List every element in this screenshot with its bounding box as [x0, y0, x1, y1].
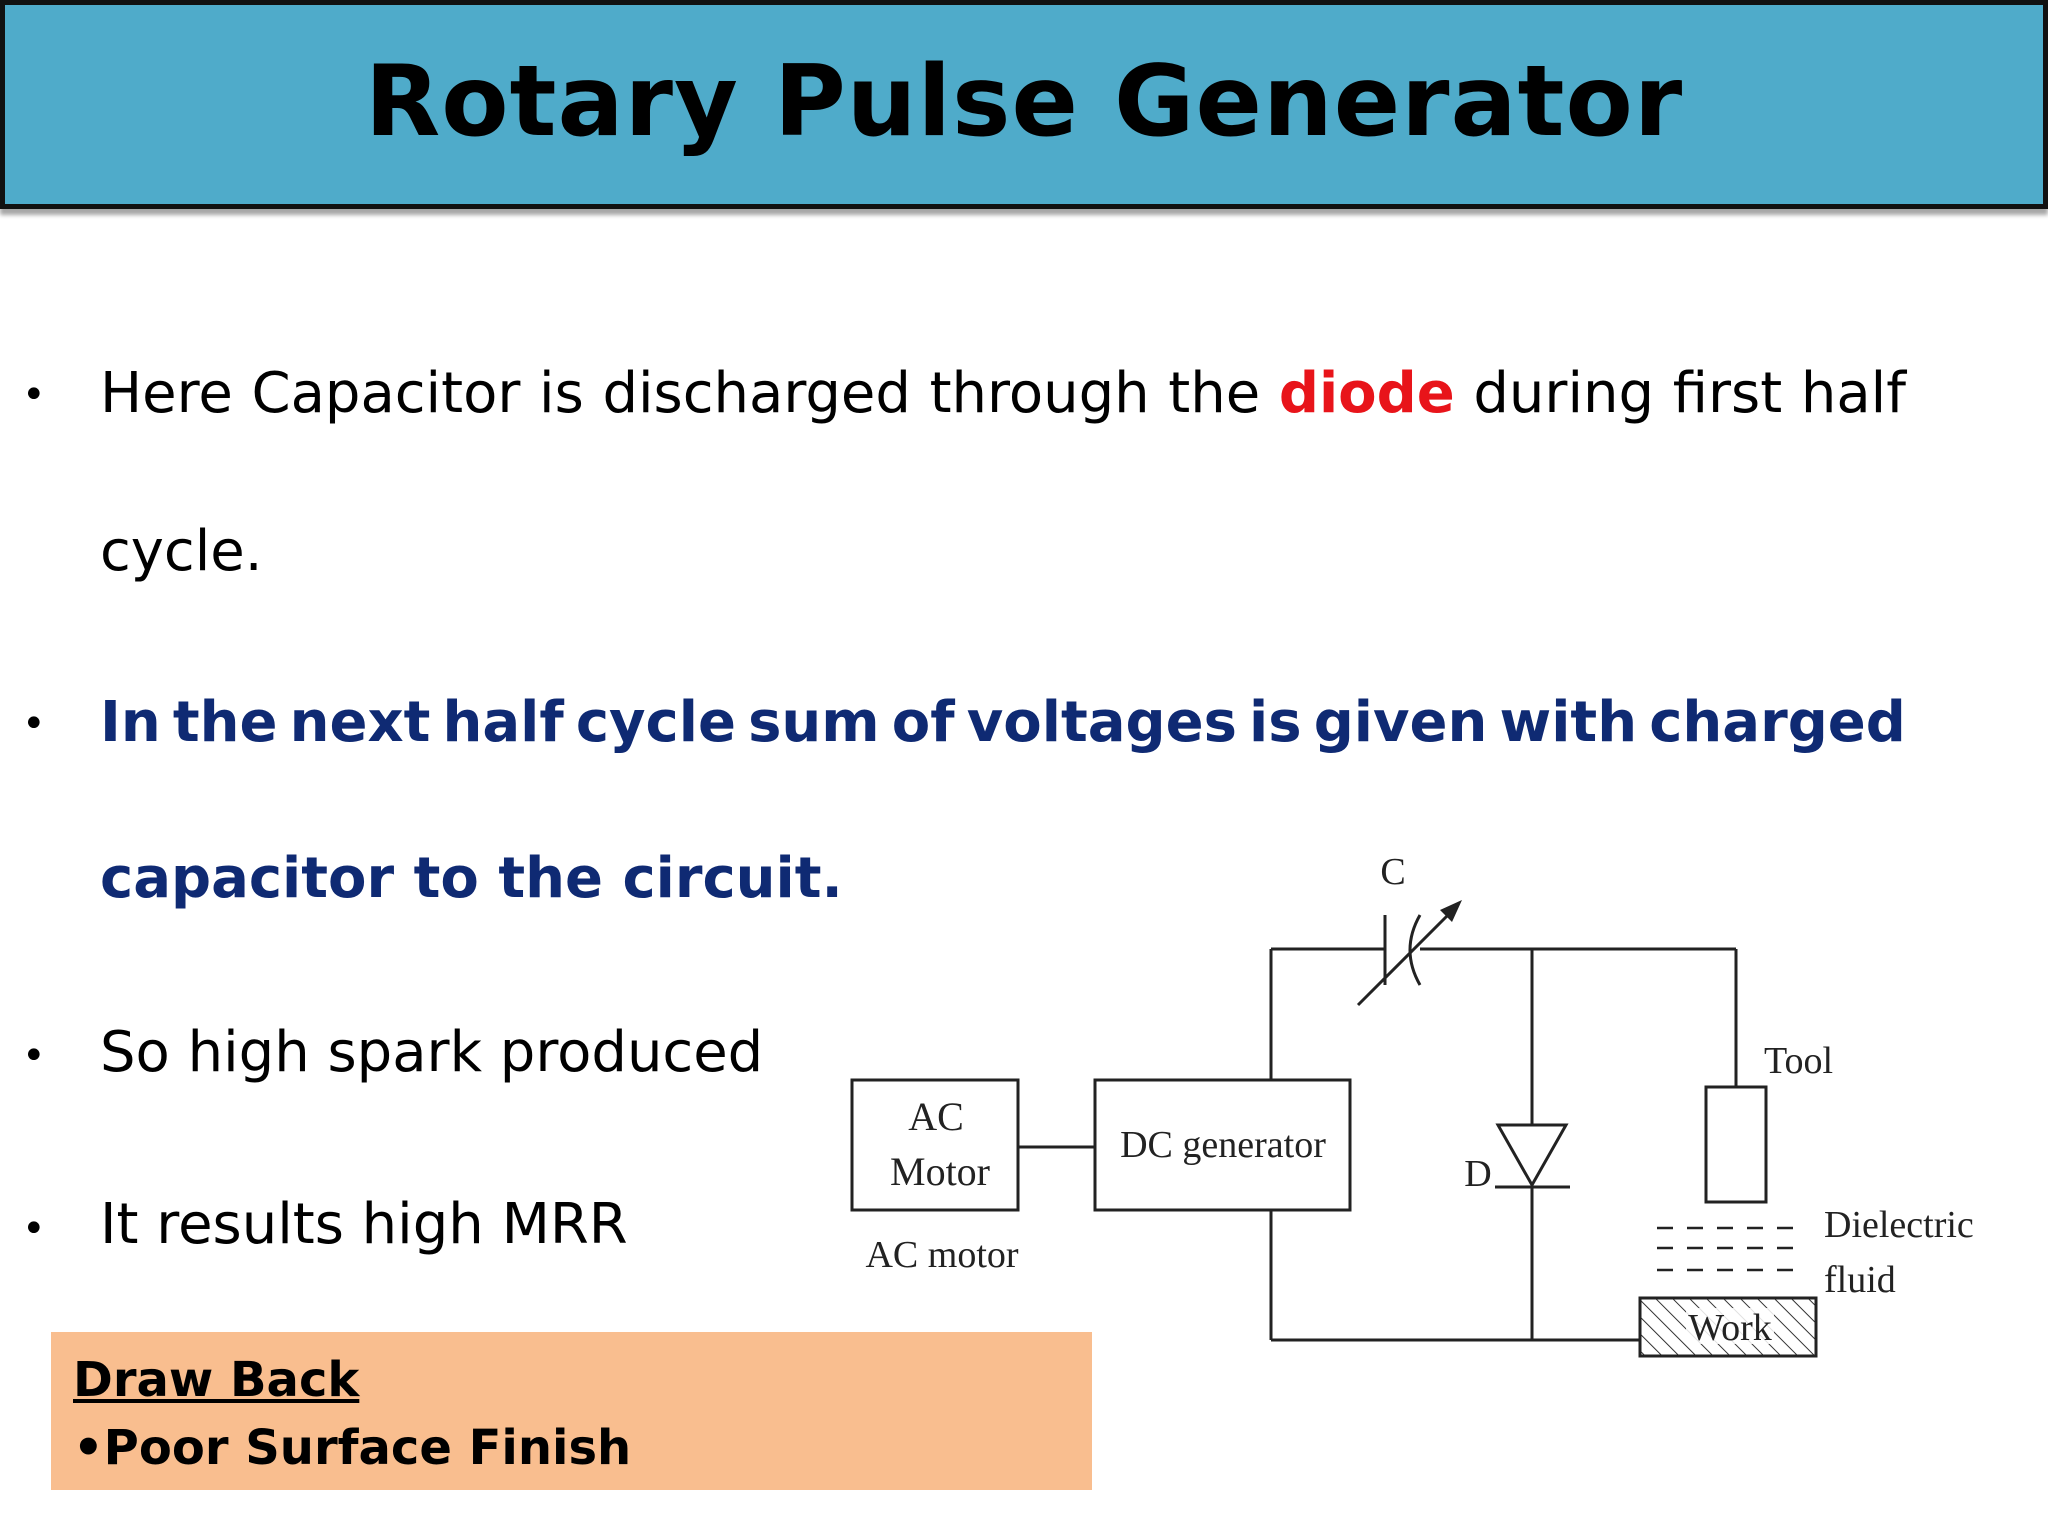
ac-motor-label-1: AC [908, 1094, 964, 1139]
word: cycle [575, 690, 736, 755]
word: sum [748, 690, 880, 755]
word: is [539, 361, 584, 426]
capacitor-variable-arrow [1356, 906, 1457, 1007]
drawback-item: •Poor Surface Finish [73, 1420, 632, 1476]
word: given [1313, 690, 1488, 755]
title-bar: Rotary Pulse Generator [0, 0, 2048, 209]
word: during [1473, 361, 1655, 426]
ac-motor-caption: AC motor [865, 1234, 1018, 1276]
word: through [929, 361, 1150, 426]
dc-generator-block [1093, 1078, 1352, 1212]
word: next [289, 690, 431, 755]
word: of [891, 690, 955, 755]
word: Capacitor [251, 361, 521, 426]
bullet-2-line-2: capacitor to the circuit. [100, 846, 843, 911]
word: In [100, 690, 161, 755]
drawback-box: Draw Back •Poor Surface Finish [51, 1332, 1092, 1490]
word: first [1672, 361, 1783, 426]
dielectric-label-2: fluid [1824, 1259, 1896, 1301]
word: is [1249, 690, 1302, 755]
bullet-2-line-1: In the next half cycle sum of voltages i… [100, 695, 1906, 751]
work-label: Work [1688, 1307, 1771, 1349]
word: the [172, 690, 278, 755]
tool-label: Tool [1764, 1040, 1833, 1082]
slide-title: Rotary Pulse Generator [364, 44, 1684, 159]
word: half [442, 690, 564, 755]
bullet-4: It results high MRR [100, 1192, 628, 1257]
drawback-heading: Draw Back [73, 1352, 360, 1408]
ac-motor-block [850, 1078, 1020, 1212]
bullet-3: So high spark produced [100, 1020, 764, 1085]
word: the [1168, 361, 1261, 426]
word: Here [100, 361, 233, 426]
ac-motor-label-2: Motor [890, 1149, 990, 1194]
dc-generator-label: DC generator [1120, 1124, 1326, 1166]
word: discharged [602, 361, 911, 426]
word: charged [1649, 690, 1906, 755]
tool-block [1704, 1085, 1768, 1204]
word: voltages [966, 690, 1237, 755]
highlighted-word-diode: diode [1278, 361, 1455, 426]
word: with [1499, 690, 1638, 755]
diode-label: D [1464, 1153, 1491, 1195]
capacitor-label: C [1380, 851, 1405, 893]
diode-symbol [1495, 1123, 1569, 1189]
word: half [1800, 361, 1906, 426]
dielectric-label-1: Dielectric [1824, 1204, 1974, 1246]
capacitor-arrow-head [1440, 900, 1462, 922]
bullet-1-line-1: Here Capacitor is discharged through the… [100, 366, 1906, 422]
capacitor-plate-curved [1408, 914, 1422, 986]
bullet-1-line-2: cycle. [100, 519, 263, 584]
work-label-backdrop [1686, 1308, 1774, 1344]
